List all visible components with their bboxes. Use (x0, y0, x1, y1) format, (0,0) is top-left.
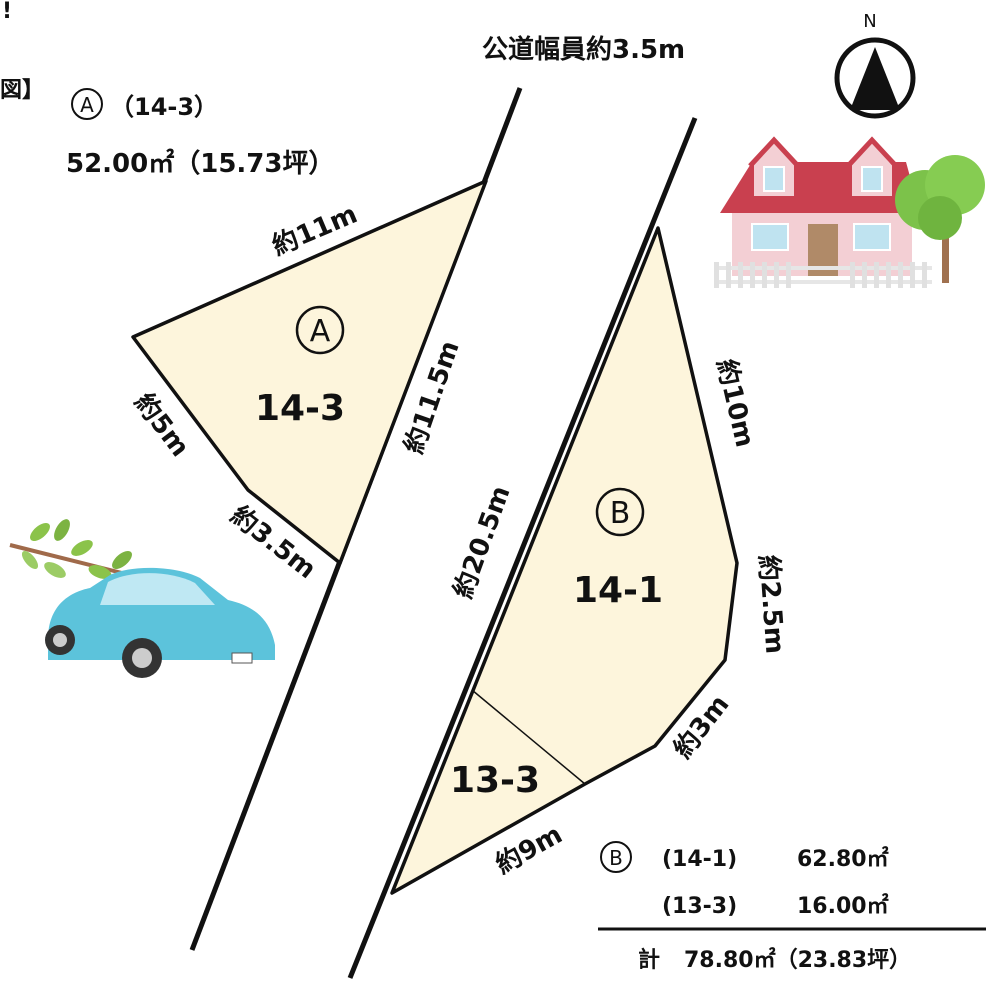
summary-row-2-parcel: (13-3) (662, 894, 737, 919)
lot-b-plot-number-main: 14-1 (573, 570, 663, 611)
lot-a-shape (131, 179, 488, 565)
lot-a-header: A （14-3） 52.00㎡（15.73坪） (66, 88, 334, 179)
fence-rail-bottom (714, 280, 932, 284)
lot-b-parcel-divider (471, 689, 586, 785)
lot-a-letter: A (310, 314, 331, 349)
branch-illustration (9, 519, 132, 579)
lot-b-summary-circle (600, 841, 632, 873)
lot-b-summary: B (14-1) 62.80㎡ (13-3) 16.00㎡ 計 78.80㎡（2… (598, 841, 986, 973)
tree-crown-bottom (918, 196, 962, 240)
summary-total-label: 計 (638, 947, 660, 973)
car-plate (231, 652, 253, 664)
dormer-right-window (861, 166, 883, 192)
north-arrow-icon (850, 47, 900, 110)
car-body (48, 567, 275, 660)
lot-b-center-marker: B (595, 487, 645, 537)
lot-b-plot-number-sub: 13-3 (450, 760, 540, 801)
summary-row-1-area: 62.80㎡ (797, 846, 889, 872)
fence-posts (714, 262, 927, 288)
house-window-left (751, 223, 789, 251)
edge-fragment-top: ! (2, 0, 12, 24)
lot-a-circle (295, 305, 345, 355)
dormer-left-window (763, 166, 785, 192)
lot-a-header-area: 52.00㎡（15.73坪） (66, 148, 334, 179)
lot-b-summary-letter: B (609, 846, 623, 870)
fence-rail-top (714, 266, 932, 270)
lot-a-header-letter: A (80, 93, 94, 117)
edge-fragment-bracket: 図】 (0, 78, 44, 103)
house-window-right (853, 223, 891, 251)
dormer-right-roof (846, 136, 898, 168)
lot-b-letter: B (610, 496, 631, 531)
lot-a-center-marker: A (295, 305, 345, 355)
lot-a-header-circle (71, 88, 103, 120)
road-label: 公道幅員約3.5m (482, 34, 685, 65)
lot-b-dim-right-upper: 約10m (710, 356, 760, 450)
summary-total-value: 78.80㎡（23.83坪） (684, 947, 911, 973)
lot-a-plot-number: 14-3 (255, 388, 345, 429)
house-illustration (714, 136, 985, 288)
road-edge-right (347, 117, 698, 979)
lot-a-header-parcel: （14-3） (110, 93, 218, 121)
north-compass: N (834, 11, 916, 119)
car-illustration (45, 567, 275, 678)
summary-row-1-parcel: (14-1) (662, 847, 737, 872)
summary-row-2-area: 16.00㎡ (797, 893, 889, 919)
lot-b-dim-right-mid: 約2.5m (753, 554, 791, 655)
dormer-left-roof (748, 136, 800, 168)
car-windshield (100, 573, 215, 605)
lot-b-shape (390, 226, 739, 895)
lot-b-circle (595, 487, 645, 537)
compass-letter: N (863, 11, 876, 32)
tree-trunk (942, 215, 949, 283)
